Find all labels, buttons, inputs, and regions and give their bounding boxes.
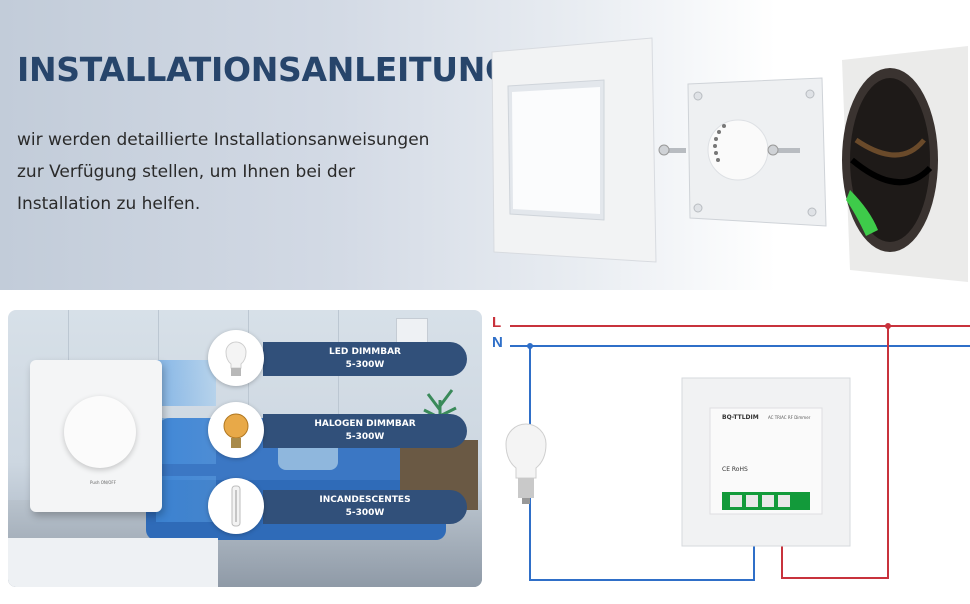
frame-plate bbox=[491, 37, 657, 263]
wall-panel-line bbox=[338, 310, 339, 480]
room-scene: Push ON/OFF LED DIMMBAR 5-300W HALOGEN D… bbox=[8, 310, 482, 587]
page-title: INSTALLATIONSANLEITUNG bbox=[17, 50, 512, 89]
wall-box bbox=[842, 46, 968, 282]
dimmer-knob bbox=[64, 396, 136, 468]
dimmer-plate-label: Push ON/OFF bbox=[90, 480, 117, 485]
header-banner: INSTALLATIONSANLEITUNG wir werden detail… bbox=[0, 0, 970, 290]
description-line: zur Verfügung stellen, um Ihnen bei der bbox=[17, 162, 356, 182]
lamp-type-name: LED DIMMBAR bbox=[329, 347, 401, 357]
light-beam bbox=[156, 360, 216, 406]
light-beam bbox=[156, 476, 216, 522]
description-line: Installation zu helfen. bbox=[17, 194, 201, 214]
lamp-type-name: HALOGEN DIMMBAR bbox=[314, 419, 416, 429]
lamp-type-name: INCANDESCENTES bbox=[319, 495, 411, 505]
exploded-product-illustration bbox=[491, 37, 968, 282]
screw-right bbox=[767, 144, 800, 156]
led-bulb-icon bbox=[208, 330, 264, 386]
wall-panel-line bbox=[248, 310, 249, 480]
module-model: BQ-TTLDIM bbox=[722, 414, 759, 421]
screw-left bbox=[658, 144, 686, 156]
description-text: wir werden detaillierte Installationsanw… bbox=[17, 124, 477, 220]
incandescent-tube-icon bbox=[208, 478, 264, 534]
lamp-type-range: 5-300W bbox=[345, 508, 385, 518]
dimmer-module-back bbox=[681, 377, 851, 547]
certification-marks: CE RoHS bbox=[722, 466, 748, 473]
lamp-type-halogen: HALOGEN DIMMBAR 5-300W bbox=[263, 414, 467, 448]
bulb-icon bbox=[505, 423, 547, 504]
module-subtitle: AC TRIAC RF Dimmer bbox=[768, 415, 811, 420]
table-top bbox=[8, 538, 218, 587]
wiring-diagram-svg bbox=[505, 323, 970, 581]
dimmer-module bbox=[687, 77, 827, 227]
lamp-type-range: 5-300W bbox=[345, 432, 385, 442]
wiring-diagram: L N BQ-TTLDIM AC TRIAC RF Dimmer CE RoHS bbox=[490, 310, 970, 600]
halogen-bulb-icon bbox=[208, 402, 264, 458]
lamp-type-range: 5-300W bbox=[345, 360, 385, 370]
lamp-type-incandescent: INCANDESCENTES 5-300W bbox=[263, 490, 467, 524]
lamp-type-led: LED DIMMBAR 5-300W bbox=[263, 342, 467, 376]
live-label: L bbox=[492, 314, 502, 331]
description-line: wir werden detaillierte Installationsanw… bbox=[17, 130, 430, 150]
light-beam bbox=[156, 418, 216, 464]
neutral-label: N bbox=[492, 334, 503, 351]
dimmer-switch: Push ON/OFF bbox=[30, 360, 162, 512]
